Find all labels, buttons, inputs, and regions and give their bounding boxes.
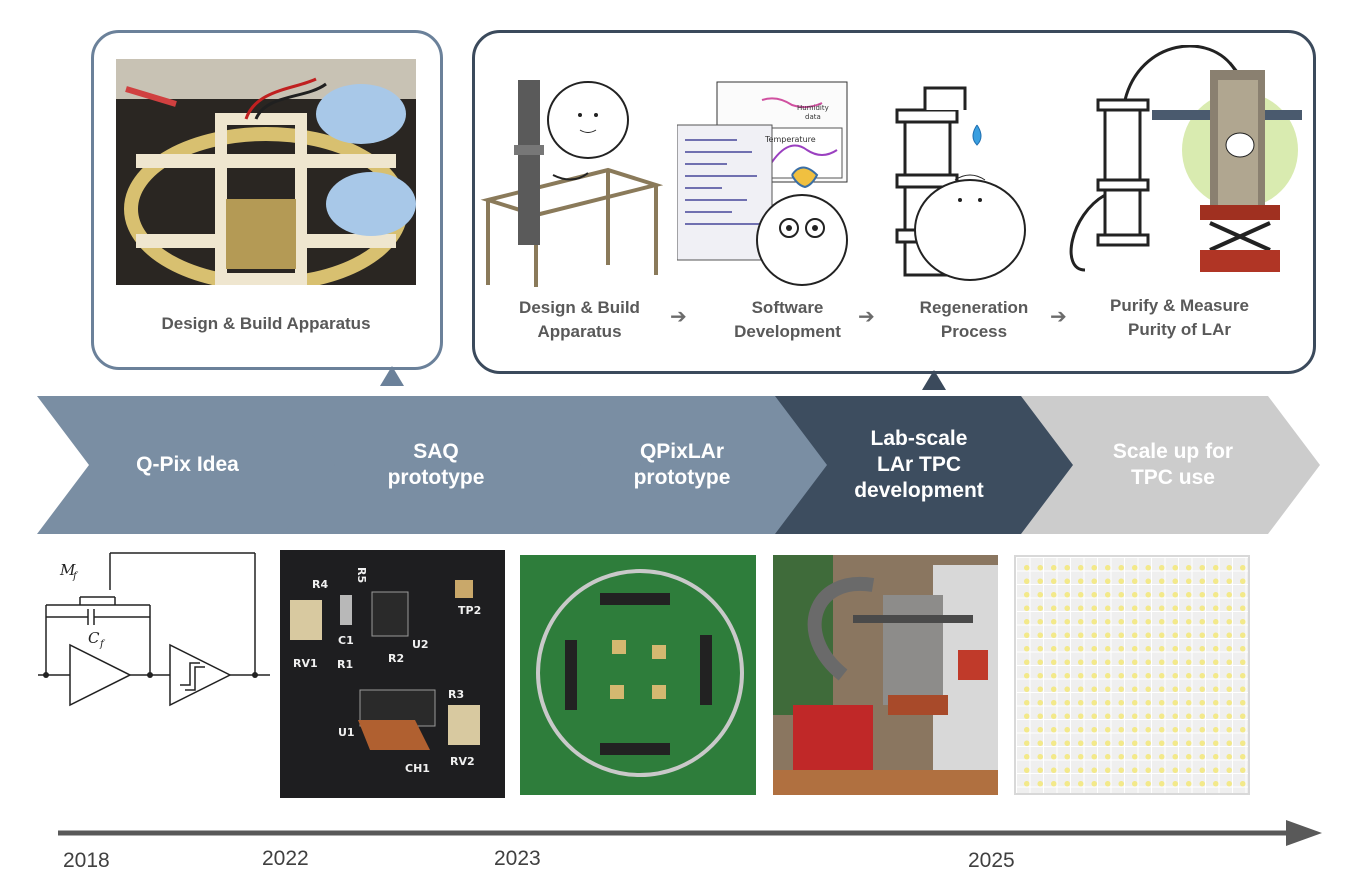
circuit-cf-label: C — [88, 629, 100, 647]
step-label-software: Software Development — [734, 298, 841, 341]
photo-saq-pcb: R4 R5 TP2 C1 U2 RV1 R1 R2 R3 U1 CH1 RV2 — [280, 550, 505, 798]
svg-text:R3: R3 — [448, 688, 464, 701]
svg-text:RV1: RV1 — [293, 657, 318, 670]
chevron-stage-saq — [283, 396, 582, 534]
doodle-purifier — [1069, 45, 1302, 272]
stage-label-lab-scale: Lab-scale LAr TPC development — [854, 427, 984, 502]
chevron-stage-q-pix-idea — [37, 396, 336, 534]
svg-text:R5: R5 — [355, 567, 368, 583]
svg-text:TP2: TP2 — [458, 604, 481, 617]
stage-label-qpixlar: QPixLAr prototype — [633, 440, 731, 489]
callout-lab-scale-process — [472, 30, 1316, 374]
callout-right-pointer — [922, 370, 946, 390]
step-label-regeneration: Regeneration Process — [919, 298, 1029, 341]
doodle-regeneration — [895, 86, 1026, 281]
chevron-stage-qpixlar — [529, 396, 828, 534]
doodle-software-development: Humidity data Temperature — [677, 81, 848, 286]
svg-text:RV2: RV2 — [450, 755, 475, 768]
step-arrow-icon: ➔ — [1050, 306, 1067, 328]
svg-text:CH1: CH1 — [405, 762, 430, 775]
svg-text:f: f — [72, 571, 79, 582]
svg-text:U1: U1 — [338, 726, 355, 739]
photo-qpixlar-board — [520, 555, 756, 795]
svg-text:Humidity data: Humidity data — [797, 104, 831, 121]
circuit-mf-label: M — [59, 561, 76, 579]
svg-text:R2: R2 — [388, 652, 404, 665]
time-axis-arrow — [58, 820, 1322, 846]
callout-left-caption: Design & Build Apparatus — [161, 314, 371, 333]
doodle-humidity-label: Humidity — [797, 104, 829, 112]
chevron-stage-scale-up — [1021, 396, 1320, 534]
svg-text:U2: U2 — [412, 638, 429, 651]
doodle-temperature-label: Temperature — [764, 135, 816, 144]
year-label: 2023 — [494, 847, 541, 870]
chevron-stage-lab-scale — [775, 396, 1074, 534]
circuit-schematic: M f C f — [38, 552, 270, 707]
step-arrow-icon: ➔ — [858, 306, 875, 328]
svg-text:R1: R1 — [337, 658, 353, 671]
svg-text:C1: C1 — [338, 634, 354, 647]
stage-label-q-pix-idea: Q-Pix Idea — [136, 453, 239, 476]
step-arrow-icon: ➔ — [670, 306, 687, 328]
callout-left-pointer — [380, 366, 404, 386]
photo-lab-scale-tpc — [773, 555, 998, 795]
svg-text:R4: R4 — [312, 578, 328, 591]
doodle-apparatus-frame — [480, 80, 663, 287]
year-label: 2018 — [63, 849, 110, 872]
svg-text:f: f — [99, 639, 106, 650]
year-label: 2025 — [968, 849, 1015, 872]
stage-label-scale-up: Scale up for TPC use — [1112, 440, 1234, 489]
year-label: 2022 — [262, 847, 309, 870]
stage-label-saq: SAQ prototype — [387, 440, 485, 489]
step-label-purify: Purify & Measure Purity of LAr — [1110, 296, 1249, 339]
pixel-array-grid — [1014, 555, 1250, 795]
step-label-design-build: Design & Build Apparatus — [519, 298, 640, 341]
photo-apparatus-assembly — [116, 59, 416, 285]
